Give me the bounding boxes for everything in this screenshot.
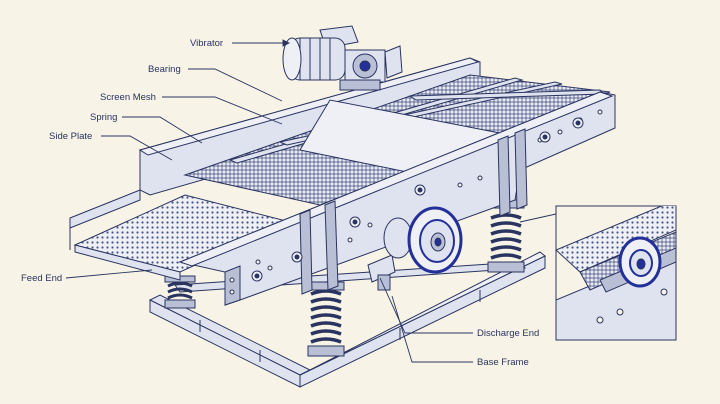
label-screen-mesh: Screen Mesh [100, 92, 156, 103]
label-feed-end: Feed End [21, 273, 62, 284]
label-spring: Spring [90, 112, 117, 123]
bolt-bosses [251, 117, 584, 282]
vibrator-motor [282, 25, 403, 91]
screen-box [69, 57, 616, 306]
side-plate-ribs [299, 128, 528, 295]
label-bearing: Bearing [148, 64, 181, 75]
bearing-assembly [367, 206, 463, 291]
label-side-plate: Side Plate [49, 131, 92, 142]
inset-leader [519, 213, 557, 223]
labels: Vibrator Bearing Screen Mesh Spring Side… [21, 38, 539, 368]
spring-front-middle [307, 281, 345, 357]
label-base-frame: Base Frame [477, 357, 529, 368]
label-vibrator: Vibrator [190, 38, 223, 49]
bolt-holes [229, 109, 603, 295]
label-discharge-end: Discharge End [477, 328, 539, 339]
detail-inset [519, 205, 677, 341]
leader-lines [65, 39, 473, 363]
